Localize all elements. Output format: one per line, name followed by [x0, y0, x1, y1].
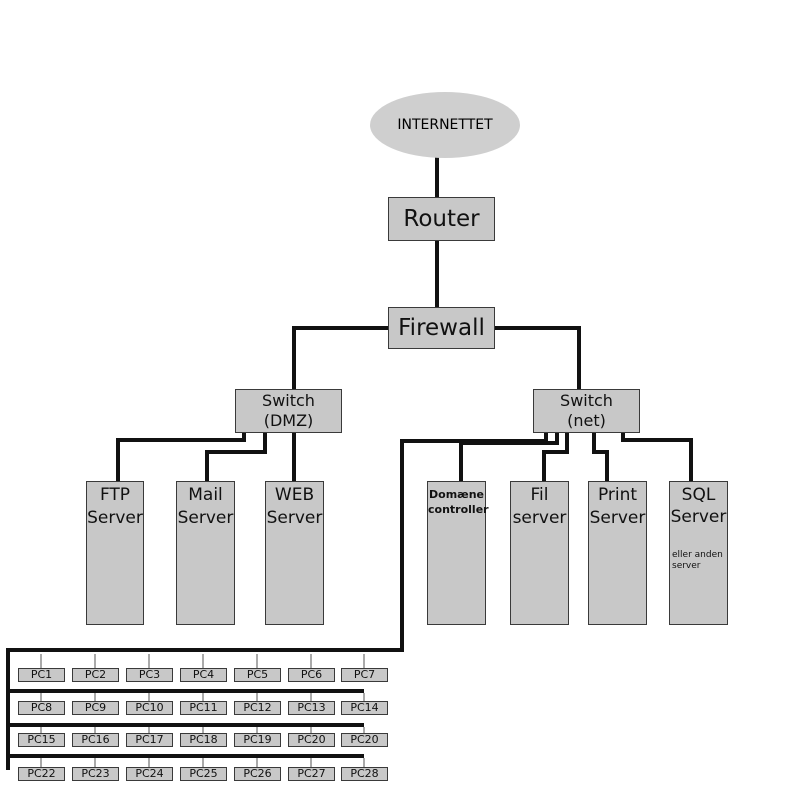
mail-server-line2: Server — [177, 508, 234, 528]
pc-node: PC7 — [341, 668, 388, 682]
internet-node: INTERNETTET — [370, 92, 520, 158]
sql-server-node: SQL Server eller anden server — [669, 481, 728, 625]
sql-server-line2: Server — [670, 507, 727, 527]
switch-net-line2: (net) — [567, 411, 606, 430]
ftp-server-line2: Server — [87, 508, 143, 528]
fil-server-node: Fil server — [510, 481, 569, 625]
pc-node: PC20 — [341, 733, 388, 747]
pc-node: PC2 — [72, 668, 119, 682]
sql-server-line1: SQL — [681, 485, 716, 505]
link-firewall-switch-dmz — [292, 326, 390, 390]
pc-node: PC12 — [234, 701, 281, 715]
domain-controller-line1: Domæne — [429, 488, 484, 501]
switch-dmz-line1: Switch — [262, 391, 315, 410]
print-server-node: Print Server — [588, 481, 647, 625]
pc-node: PC22 — [18, 767, 65, 781]
pc-node: PC16 — [72, 733, 119, 747]
web-server-line2: Server — [266, 508, 323, 528]
pc-node: PC13 — [288, 701, 335, 715]
pc-node: PC11 — [180, 701, 227, 715]
pc-drop-lines — [40, 654, 365, 767]
firewall-label: Firewall — [398, 315, 485, 341]
print-server-line1: Print — [597, 485, 638, 505]
pc-node: PC27 — [288, 767, 335, 781]
pc-node: PC24 — [126, 767, 173, 781]
pc-node: PC4 — [180, 668, 227, 682]
pc-node: PC25 — [180, 767, 227, 781]
mail-server-line1: Mail — [188, 485, 223, 505]
pc-node: PC1 — [18, 668, 65, 682]
fil-server-line1: Fil — [530, 485, 549, 505]
pc-node: PC6 — [288, 668, 335, 682]
pc-node: PC3 — [126, 668, 173, 682]
router-label: Router — [403, 206, 480, 232]
pc-node: PC19 — [234, 733, 281, 747]
firewall-node: Firewall — [388, 307, 495, 349]
pc-node: PC8 — [18, 701, 65, 715]
link-dmz-mail — [205, 432, 267, 482]
pc-node: PC15 — [18, 733, 65, 747]
sql-server-note: eller anden server — [672, 550, 723, 571]
link-net-fil — [542, 432, 569, 482]
print-server-line2: Server — [589, 508, 646, 528]
pc-node: PC10 — [126, 701, 173, 715]
ftp-server-line1: FTP — [99, 485, 131, 505]
pc-node: PC17 — [126, 733, 173, 747]
pc-node: PC18 — [180, 733, 227, 747]
link-net-sql — [621, 432, 693, 482]
pc-node: PC20 — [288, 733, 335, 747]
pc-node: PC28 — [341, 767, 388, 781]
pc-node: PC14 — [341, 701, 388, 715]
fil-server-line2: server — [512, 508, 567, 528]
pc-node: PC9 — [72, 701, 119, 715]
link-dmz-ftp — [116, 432, 246, 482]
mail-server-node: Mail Server — [176, 481, 235, 625]
link-net-domain — [459, 432, 559, 482]
ftp-server-node: FTP Server — [86, 481, 144, 625]
router-node: Router — [388, 197, 495, 241]
switch-net-node: Switch (net) — [533, 389, 640, 433]
switch-net-line1: Switch — [560, 391, 613, 410]
link-net-pc-backbone — [6, 432, 548, 770]
web-server-line1: WEB — [274, 485, 315, 505]
pc-node: PC26 — [234, 767, 281, 781]
link-firewall-switch-net — [494, 326, 581, 390]
pc-node: PC5 — [234, 668, 281, 682]
domain-controller-line2: controller — [428, 503, 489, 516]
link-net-print — [592, 432, 609, 482]
web-server-node: WEB Server — [265, 481, 324, 625]
internet-label: INTERNETTET — [397, 117, 493, 133]
domain-controller-node: Domæne controller — [427, 481, 489, 625]
switch-dmz-line2: (DMZ) — [263, 411, 314, 430]
pc-node: PC23 — [72, 767, 119, 781]
switch-dmz-node: Switch (DMZ) — [235, 389, 342, 433]
